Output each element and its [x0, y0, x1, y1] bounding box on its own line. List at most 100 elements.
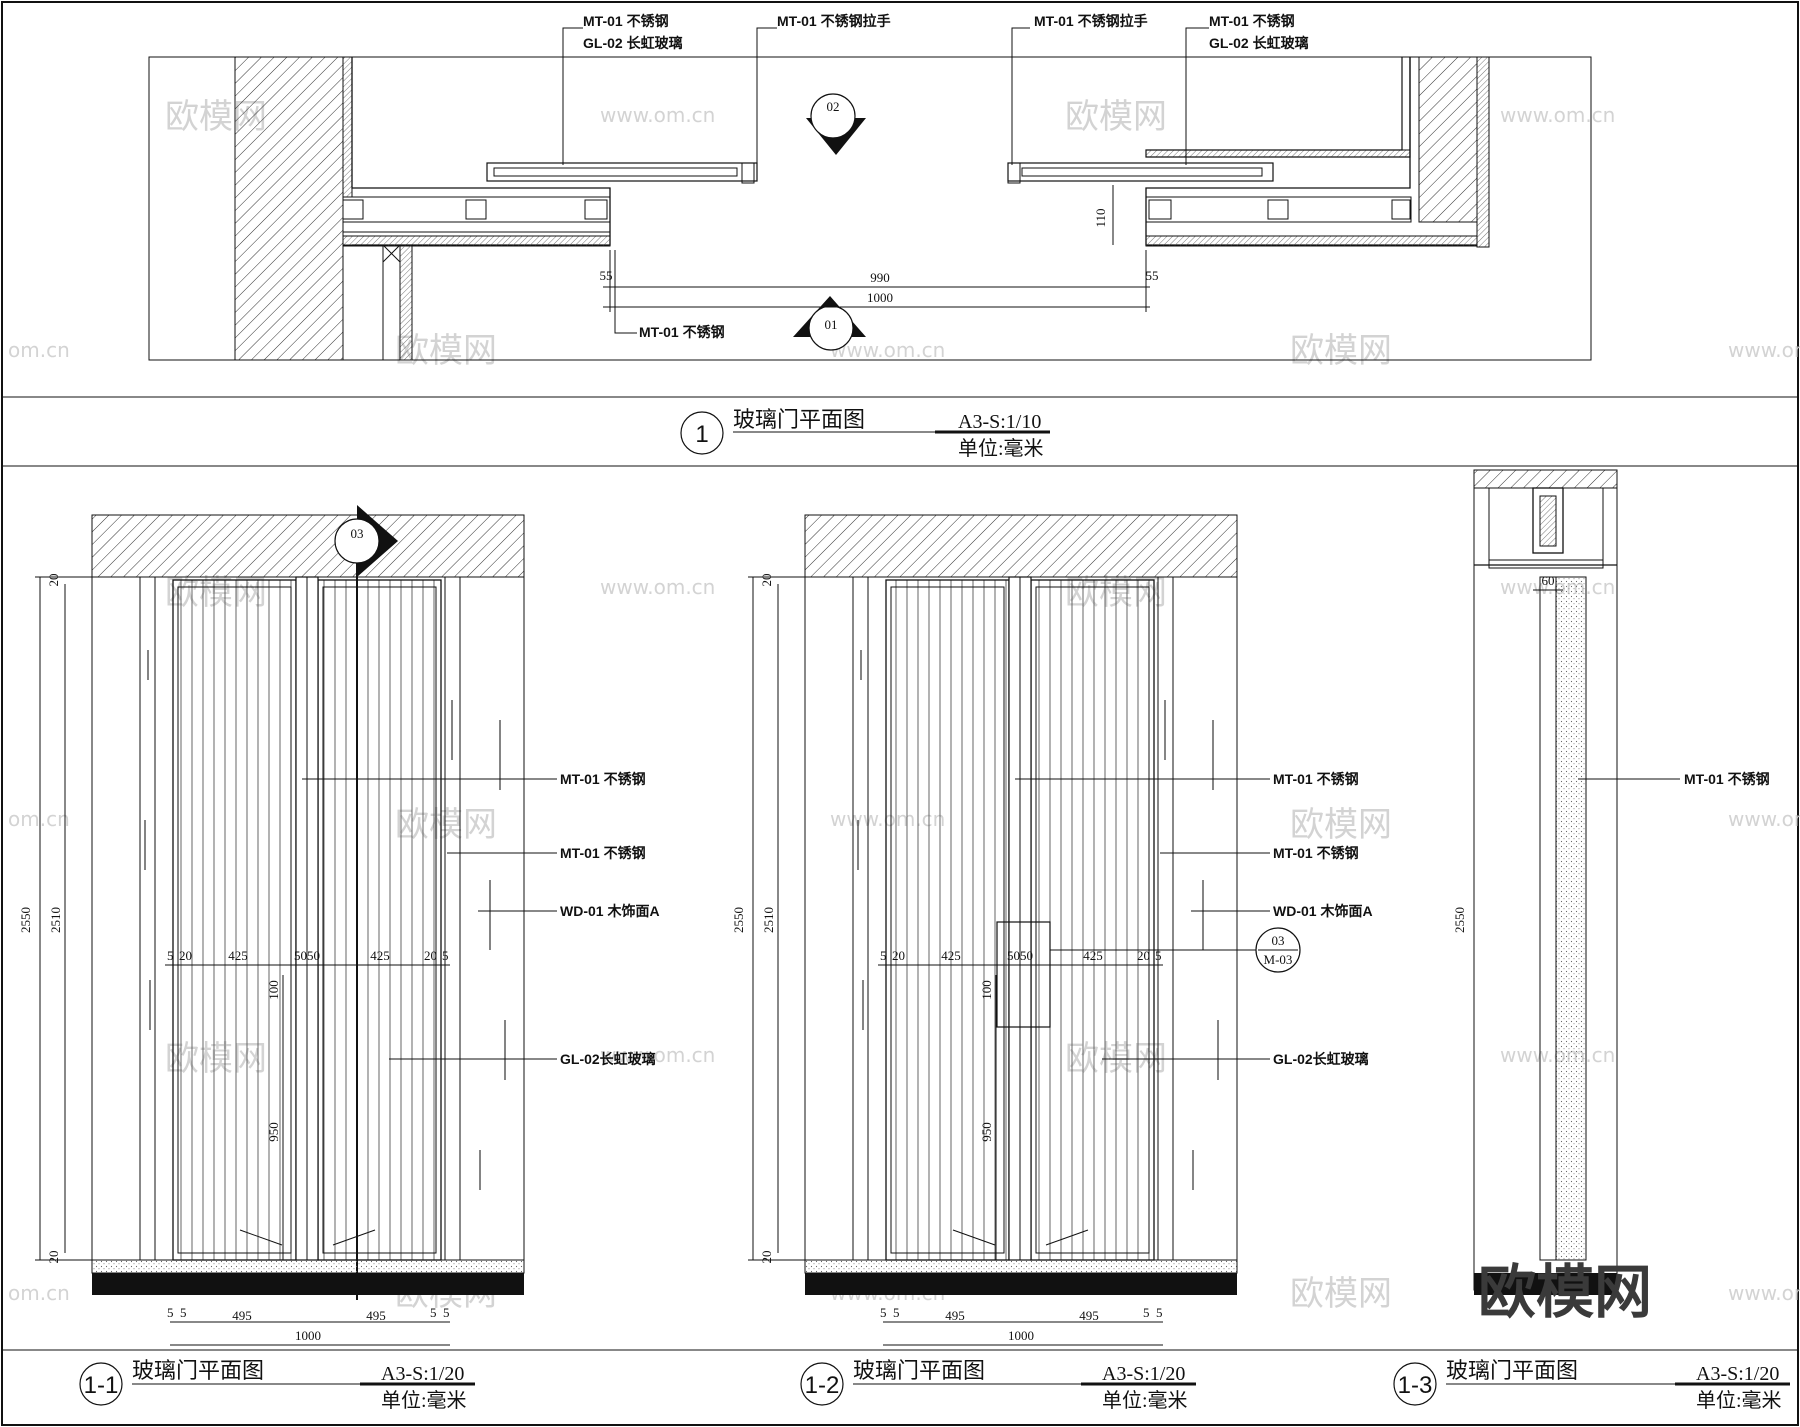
dim-b495a: 495 — [232, 1308, 252, 1323]
swing-mark — [239, 1229, 283, 1246]
leader-left-mt — [562, 27, 583, 165]
dim-100: 100 — [266, 980, 281, 1000]
right-wall-finish — [1476, 56, 1490, 248]
dim-950: 950 — [979, 1122, 994, 1142]
title-scale-1-2: A3-S:1/20 — [1102, 1363, 1185, 1385]
dim-100: 100 — [979, 980, 994, 1000]
wood-grain — [857, 650, 1219, 1190]
left-door-leaf — [486, 162, 758, 182]
glass-section — [1539, 576, 1557, 1261]
watermark-cn: 欧模网 — [1290, 805, 1392, 845]
right-sill — [1145, 235, 1478, 247]
marker-02-text: 02 — [827, 99, 840, 114]
detail-marker-ref: M-03 — [1264, 952, 1293, 967]
left-wall-finish — [342, 56, 353, 198]
watermark-url: om.cn — [8, 338, 70, 362]
section-marker-03: 03 — [334, 505, 398, 577]
callout-bottom-mt: MT-01 不锈钢 — [639, 324, 725, 340]
left-sill — [342, 235, 611, 247]
right-block-2 — [1267, 199, 1289, 220]
right-door-glass — [1021, 167, 1263, 177]
section-1-3: 60 2550 MT-01 不锈钢 欧模网 1-3 玻璃门平面图 A3-S:1/… — [1393, 469, 1790, 1412]
dim-w5050: 5050 — [294, 948, 320, 963]
left-wall — [234, 56, 344, 361]
left-door-frame-1-1 — [177, 586, 292, 1254]
title-unit-1-2: 单位:毫米 — [1102, 1389, 1188, 1412]
callout-left-gl: GL-02 长虹玻璃 — [583, 35, 683, 51]
dim-55-right: 55 — [1146, 268, 1159, 283]
track-profile — [1532, 487, 1564, 554]
elevation-1-1: 03 2550 2510 20 20 100 950 5 20 425 5050… — [18, 505, 660, 1412]
section-marker-02: 02 — [806, 93, 866, 155]
dim-b5c: 5 — [430, 1305, 437, 1320]
dim-20-top: 20 — [759, 574, 774, 587]
dim-1000: 1000 — [867, 290, 893, 305]
right-door-leaf — [1007, 162, 1274, 182]
dim-w425a: 425 — [941, 948, 961, 963]
dim-w425a: 425 — [228, 948, 248, 963]
dim-b1000: 1000 — [295, 1328, 321, 1343]
right-door-1-2 — [1030, 579, 1155, 1261]
left-door-glass — [493, 167, 738, 177]
title-number-1-2: 1-2 — [805, 1372, 840, 1399]
ceiling-slab — [804, 514, 1238, 578]
dim-b495b: 495 — [366, 1308, 386, 1323]
plan-title-scale: A3-S:1/10 — [958, 411, 1041, 433]
title-scale-1-3: A3-S:1/20 — [1696, 1363, 1779, 1385]
track-cap — [1488, 559, 1604, 569]
watermark-url: www.om.cn — [1728, 807, 1800, 831]
floor-strip — [92, 1273, 524, 1295]
dim-w5a: 5 — [880, 948, 887, 963]
plan-title-unit: 单位:毫米 — [958, 437, 1044, 460]
dim-w20a: 20 — [179, 948, 192, 963]
dim-b5d: 5 — [443, 1305, 450, 1320]
dim-b1000: 1000 — [1008, 1328, 1034, 1343]
dim-w5b: 5 — [1155, 948, 1162, 963]
dim-w5b: 5 — [442, 948, 449, 963]
right-block-3 — [1391, 199, 1411, 220]
left-door-frame-1-2 — [890, 586, 1005, 1254]
left-door-1-2 — [885, 579, 1010, 1261]
callout-right-mt: MT-01 不锈钢 — [1209, 13, 1295, 29]
plan-title-number: 1 — [695, 421, 708, 448]
track-inner — [1539, 495, 1557, 547]
watermark-cn: 欧模网 — [1290, 1274, 1392, 1314]
watermark-url: om.cn — [8, 807, 70, 831]
marker-03-text: 03 — [351, 526, 364, 541]
callout-left-handle: MT-01 不锈钢拉手 — [777, 13, 891, 29]
floor-strip — [805, 1273, 1237, 1295]
left-post — [342, 244, 384, 361]
callout-gl: GL-02长虹玻璃 — [560, 1051, 656, 1067]
detail-box — [996, 921, 1051, 1028]
leader-bottom-mt — [614, 250, 637, 334]
callout-mt-a: MT-01 不锈钢 — [1273, 771, 1359, 787]
section-marker-01: 01 — [793, 296, 866, 351]
logo-watermark: 欧模网 — [1478, 1258, 1652, 1326]
right-handle — [1007, 162, 1021, 184]
dim-b5c: 5 — [1143, 1305, 1150, 1320]
watermark-url: www.om.cn — [600, 575, 715, 599]
dim-b5a: 5 — [167, 1305, 174, 1320]
right-door-frame-1-2 — [1035, 586, 1150, 1254]
callout-right-handle: MT-01 不锈钢拉手 — [1034, 13, 1148, 29]
title-bubble-1-3 — [1393, 1362, 1437, 1406]
detail-marker-num: 03 — [1272, 933, 1285, 948]
floor-base — [804, 1259, 1238, 1274]
swing-mark — [952, 1229, 996, 1246]
dim-2550: 2550 — [731, 907, 746, 933]
plan-title-bubble — [680, 411, 724, 455]
wall-section — [1555, 576, 1587, 1261]
callout-mt: MT-01 不锈钢 — [1684, 771, 1770, 787]
dim-w20b: 20 — [424, 948, 437, 963]
left-block-1 — [342, 199, 364, 220]
swing-mark — [332, 1229, 376, 1246]
dim-20-top: 20 — [46, 574, 61, 587]
plan-view: MT-01 不锈钢 GL-02 长虹玻璃 MT-01 不锈钢拉手 MT-01 不… — [148, 13, 1592, 460]
watermark-url: www.om.cn — [1728, 338, 1800, 362]
dim-w20a: 20 — [892, 948, 905, 963]
title-bubble-1-1 — [79, 1362, 123, 1406]
dim-w5a: 5 — [167, 948, 174, 963]
right-wall — [1418, 56, 1478, 223]
